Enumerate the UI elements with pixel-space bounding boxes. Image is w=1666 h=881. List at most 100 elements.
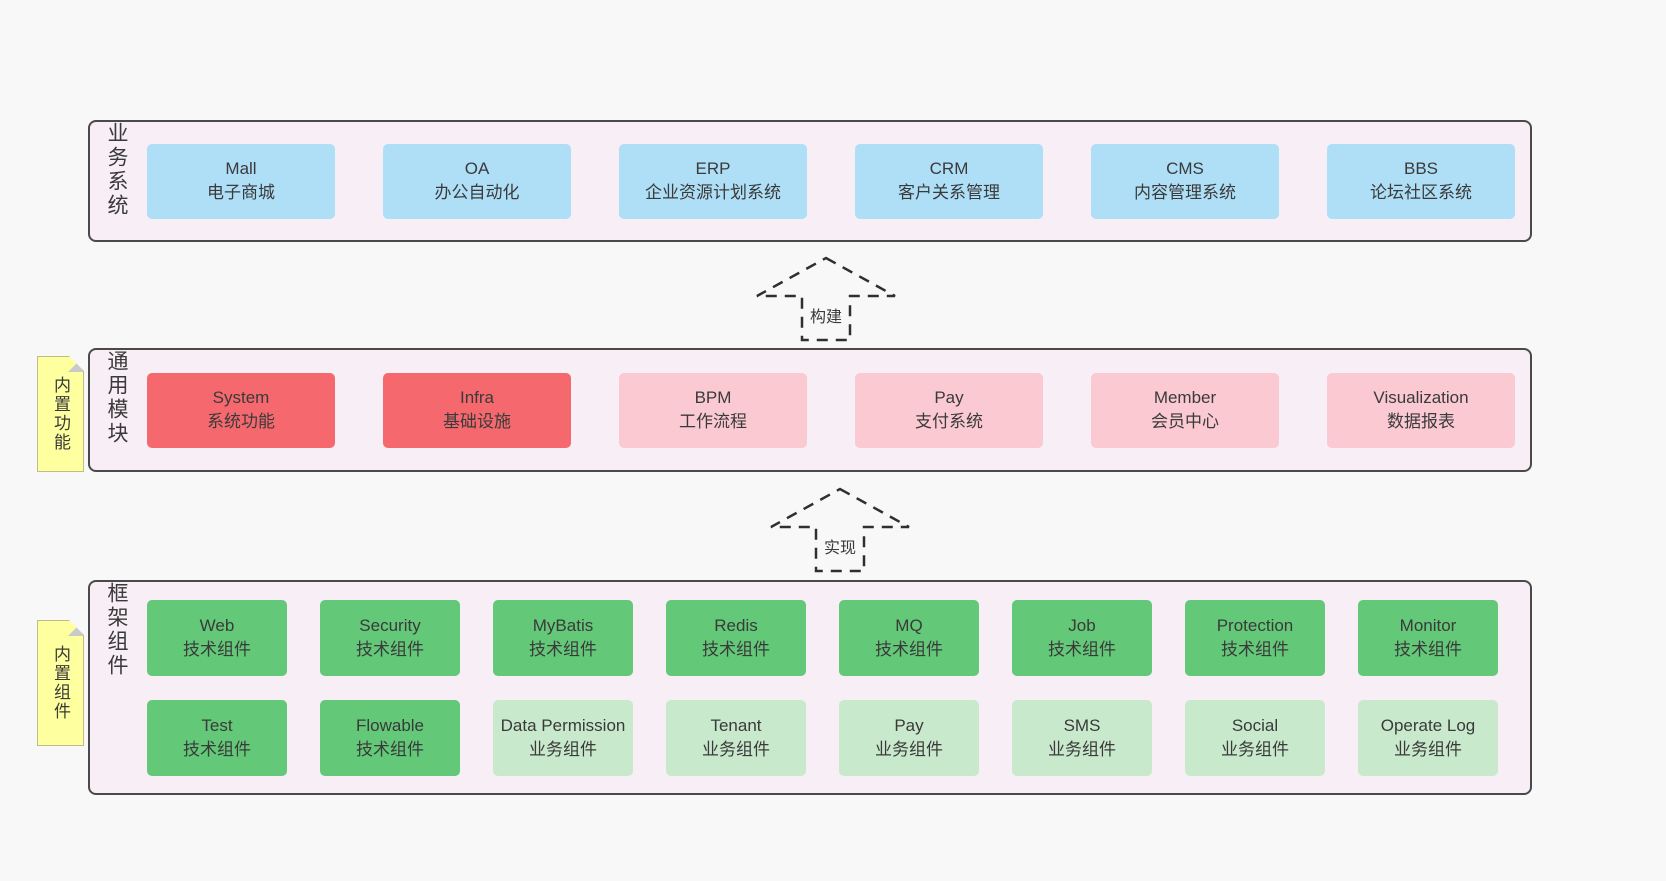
box-subtitle: 内容管理系统 [1134, 183, 1236, 202]
box-pay-component: Pay 业务组件 [839, 699, 979, 776]
arrow-up-dashed-icon [770, 487, 910, 573]
box-subtitle: 工作流程 [679, 412, 747, 431]
box-social: Social 业务组件 [1185, 699, 1325, 776]
box-title: Member [1153, 388, 1217, 407]
box-subtitle: 技术组件 [183, 639, 251, 659]
box-title: Monitor [1399, 615, 1457, 635]
box-system: System 系统功能 [147, 372, 335, 448]
box-web: Web 技术组件 [147, 599, 287, 676]
box-title: Pay [934, 388, 964, 407]
box-title: Web [199, 615, 235, 635]
panel-framework-label: 框架组件 [105, 582, 128, 678]
box-flowable: Flowable 技术组件 [320, 699, 460, 776]
box-tenant: Tenant 业务组件 [666, 699, 806, 776]
panel-common-label: 通用模块 [105, 350, 128, 446]
framework-row-2: Test 技术组件 Flowable 技术组件 Data Permission … [147, 699, 1530, 776]
box-bpm: BPM 工作流程 [619, 372, 807, 448]
box-subtitle: 技术组件 [356, 639, 424, 659]
box-subtitle: 办公自动化 [434, 183, 520, 202]
box-mq: MQ 技术组件 [839, 599, 979, 676]
box-oa: OA 办公自动化 [383, 143, 571, 219]
box-subtitle: 支付系统 [915, 412, 983, 431]
box-pay-module: Pay 支付系统 [855, 372, 1043, 448]
box-subtitle: 技术组件 [356, 739, 424, 759]
box-member: Member 会员中心 [1091, 372, 1279, 448]
box-title: Mall [225, 159, 257, 178]
panel-common-modules: 通用模块 System 系统功能 Infra 基础设施 BPM 工作流程 Pay… [88, 348, 1532, 472]
common-row: System 系统功能 Infra 基础设施 BPM 工作流程 Pay 支付系统… [147, 372, 1530, 448]
box-title: Job [1068, 615, 1096, 635]
box-title: Tenant [710, 715, 762, 735]
box-protection: Protection 技术组件 [1185, 599, 1325, 676]
box-sms: SMS 业务组件 [1012, 699, 1152, 776]
panel-business-label: 业务系统 [105, 122, 128, 218]
note-builtin-components: 内置组件 [37, 620, 84, 746]
framework-row-1: Web 技术组件 Security 技术组件 MyBatis 技术组件 Redi… [147, 599, 1530, 676]
box-subtitle: 企业资源计划系统 [645, 183, 781, 202]
box-title: MQ [895, 615, 923, 635]
arrow-implement: 实现 [770, 487, 910, 573]
box-cms: CMS 内容管理系统 [1091, 143, 1279, 219]
box-subtitle: 基础设施 [443, 412, 511, 431]
box-redis: Redis 技术组件 [666, 599, 806, 676]
box-subtitle: 技术组件 [1394, 639, 1462, 659]
box-subtitle: 技术组件 [529, 639, 597, 659]
box-title: Test [201, 715, 233, 735]
arrow-build: 构建 [756, 256, 896, 342]
note-text: 内置功能 [51, 376, 70, 452]
box-subtitle: 业务组件 [529, 739, 597, 759]
note-builtin-features: 内置功能 [37, 356, 84, 472]
box-visualization: Visualization 数据报表 [1327, 372, 1515, 448]
box-subtitle: 电子商城 [207, 183, 275, 202]
box-subtitle: 业务组件 [702, 739, 770, 759]
box-subtitle: 技术组件 [875, 639, 943, 659]
box-title: Pay [894, 715, 924, 735]
box-subtitle: 技术组件 [183, 739, 251, 759]
box-title: Visualization [1373, 388, 1469, 407]
box-title: Redis [714, 615, 758, 635]
box-subtitle: 技术组件 [702, 639, 770, 659]
box-title: Flowable [355, 715, 425, 735]
panel-business-systems: 业务系统 Mall 电子商城 OA 办公自动化 ERP 企业资源计划系统 CRM… [88, 120, 1532, 242]
box-subtitle: 技术组件 [1221, 639, 1289, 659]
box-monitor: Monitor 技术组件 [1358, 599, 1498, 676]
panel-framework-components: 框架组件 Web 技术组件 Security 技术组件 MyBatis 技术组件… [88, 580, 1532, 795]
box-title: Protection [1216, 615, 1294, 635]
business-row: Mall 电子商城 OA 办公自动化 ERP 企业资源计划系统 CRM 客户关系… [147, 143, 1530, 219]
box-title: BPM [694, 388, 732, 407]
box-title: MyBatis [532, 615, 594, 635]
box-subtitle: 会员中心 [1151, 412, 1219, 431]
arrow-implement-label: 实现 [820, 533, 860, 559]
box-erp: ERP 企业资源计划系统 [619, 143, 807, 219]
box-title: OA [464, 159, 490, 178]
box-title: Infra [459, 388, 495, 407]
box-bbs: BBS 论坛社区系统 [1327, 143, 1515, 219]
box-title: Operate Log [1380, 715, 1476, 735]
box-subtitle: 数据报表 [1387, 412, 1455, 431]
box-title: CRM [929, 159, 969, 178]
box-subtitle: 技术组件 [1048, 639, 1116, 659]
box-test: Test 技术组件 [147, 699, 287, 776]
box-subtitle: 客户关系管理 [898, 183, 1000, 202]
box-title: Social [1231, 715, 1279, 735]
box-infra: Infra 基础设施 [383, 372, 571, 448]
box-job: Job 技术组件 [1012, 599, 1152, 676]
box-title: Data Permission [500, 715, 626, 735]
box-crm: CRM 客户关系管理 [855, 143, 1043, 219]
box-title: Security [359, 615, 421, 635]
box-title: SMS [1063, 715, 1101, 735]
note-text: 内置组件 [51, 645, 70, 721]
arrow-build-label: 构建 [806, 302, 846, 328]
box-operate-log: Operate Log 业务组件 [1358, 699, 1498, 776]
box-subtitle: 业务组件 [875, 739, 943, 759]
box-title: System [212, 388, 270, 407]
box-mall: Mall 电子商城 [147, 143, 335, 219]
box-subtitle: 业务组件 [1048, 739, 1116, 759]
box-security: Security 技术组件 [320, 599, 460, 676]
box-subtitle: 业务组件 [1394, 739, 1462, 759]
box-subtitle: 论坛社区系统 [1370, 183, 1472, 202]
box-title: CMS [1166, 159, 1204, 178]
box-subtitle: 业务组件 [1221, 739, 1289, 759]
box-data-permission: Data Permission 业务组件 [493, 699, 633, 776]
